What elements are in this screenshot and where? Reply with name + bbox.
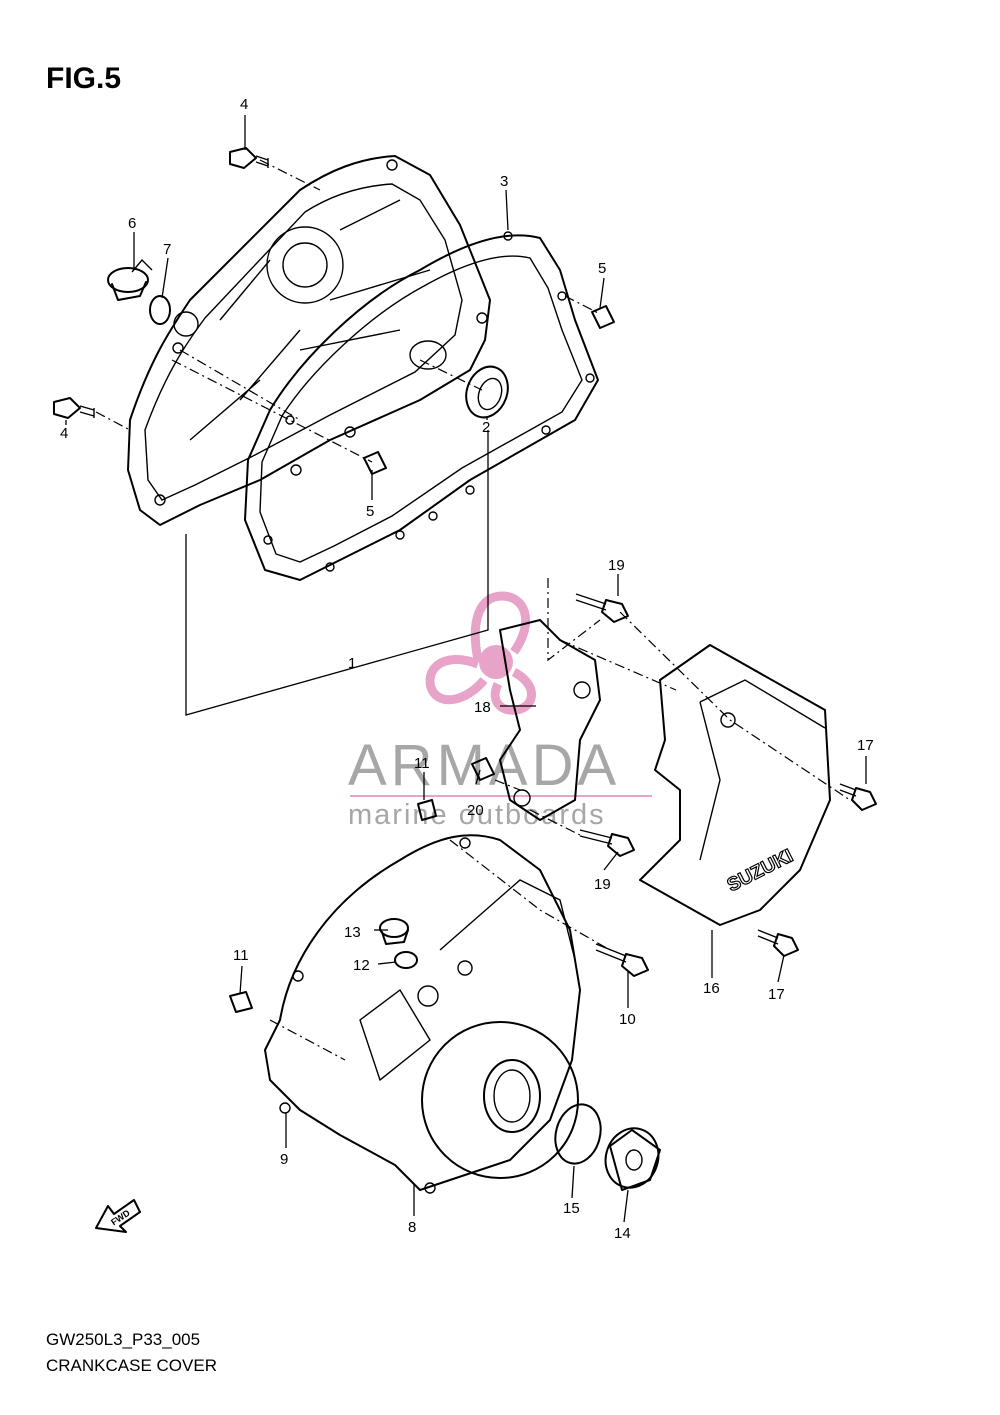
callout-7: 7 [163,241,171,258]
clutch-cover [127,155,491,526]
dowel-pin-mid [363,451,387,475]
sprocket-cover-logo: SUZUKI [724,846,797,897]
pin-20 [471,757,495,781]
callout-4-left: 4 [60,425,68,442]
figure-name: CRANKCASE COVER [46,1356,217,1375]
callout-19-upper: 19 [608,557,625,574]
oil-plug [379,918,409,945]
oil-seal [465,365,509,419]
callout-19-lower: 19 [594,876,611,893]
dowel-pin-upper [591,305,615,329]
bolt-left [53,397,95,419]
figure-title: FIG.5 [46,62,122,95]
callout-10: 10 [619,1011,636,1028]
gear-cap [604,1127,661,1191]
generator-cover [264,834,581,1194]
gasket [244,231,599,581]
callout-leaders [65,115,867,1223]
bolt-19-lower [579,829,635,857]
bolt-17-lower [757,929,799,957]
callout-12: 12 [353,957,370,974]
callout-18: 18 [474,699,491,716]
callout-17-lower: 17 [768,986,785,1003]
o-ring-15 [554,1103,602,1165]
oil-plug-washer [394,951,418,969]
callout-5-upper: 5 [598,260,606,277]
bolt-19-upper [575,593,629,623]
propeller-logo [425,591,536,715]
callout-5-mid: 5 [366,503,374,520]
bolt-10 [595,943,649,977]
callout-17-upper: 17 [857,737,874,754]
callout-8: 8 [408,1219,416,1236]
callout-4-upper: 4 [240,96,248,113]
callout-1: 1 [348,655,356,672]
callout-2: 2 [482,419,490,436]
bolt-17-upper [839,783,877,811]
assembly-lines [95,159,851,1061]
callout-11-lower: 11 [233,947,249,964]
oil-filler-cap [107,258,153,301]
figure-code: GW250L3_P33_005 [46,1330,201,1349]
dowel-pin-11-upper [417,799,437,821]
callout-20: 20 [467,802,484,819]
callout-14: 14 [614,1225,631,1242]
o-ring [149,295,171,325]
armada-watermark: ARMADA marine outboards [348,591,652,831]
callout-labels: 1 2 3 4 4 5 5 6 7 8 9 10 11 11 12 13 14 … [60,96,874,1242]
leader-1 [185,430,489,716]
forward-arrow-icon: FWD [95,1199,141,1233]
callout-13: 13 [344,924,361,941]
bolt-upper [229,147,269,169]
callout-11-upper: 11 [414,755,430,772]
callout-16: 16 [703,980,720,997]
watermark-brand: ARMADA [348,733,620,798]
callout-3: 3 [500,173,508,190]
callout-9: 9 [280,1151,288,1168]
dowel-pin-11-lower [229,991,253,1013]
callout-15: 15 [563,1200,580,1217]
sprocket-cover: SUZUKI [639,644,831,926]
callout-6: 6 [128,215,136,232]
